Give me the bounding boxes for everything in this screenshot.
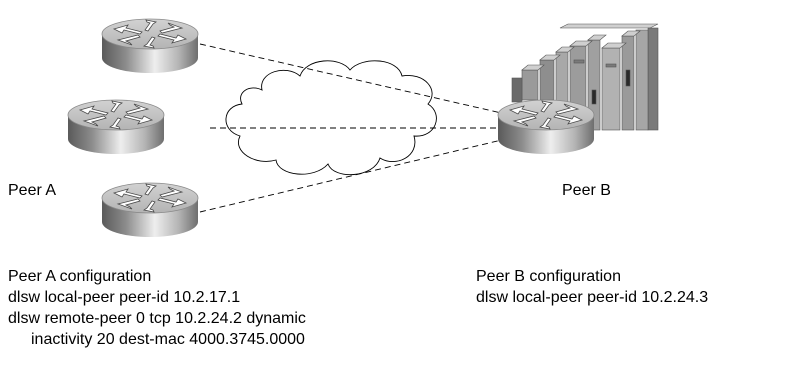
- router-icon: [101, 182, 199, 238]
- peer-b-label: Peer B: [562, 182, 611, 199]
- router-icon: [497, 99, 595, 155]
- peer-a-config-heading: Peer A configuration: [8, 268, 152, 285]
- peer-b-config-line: dlsw local-peer peer-id 10.2.24.3: [476, 289, 709, 306]
- link-a1-b: [199, 43, 511, 116]
- peer-a-config: Peer A configuration dlsw local-peer pee…: [8, 266, 306, 350]
- peer-a-config-line: dlsw local-peer peer-id 10.2.17.1: [8, 289, 241, 306]
- link-a3-b: [199, 137, 511, 213]
- peer-a-config-line: dlsw remote-peer 0 tcp 10.2.24.2 dynamic: [8, 310, 306, 327]
- peer-a-label: Peer A: [8, 182, 57, 199]
- peer-b-config-heading: Peer B configuration: [476, 268, 621, 285]
- peer-a-config-line: inactivity 20 dest-mac 4000.3745.0000: [31, 331, 305, 348]
- router-icon: [101, 18, 199, 74]
- router-icon: [67, 99, 165, 155]
- cloud-icon: [225, 60, 437, 176]
- peer-b-config: Peer B configuration dlsw local-peer pee…: [476, 266, 708, 308]
- mainframe-icon: [511, 23, 659, 131]
